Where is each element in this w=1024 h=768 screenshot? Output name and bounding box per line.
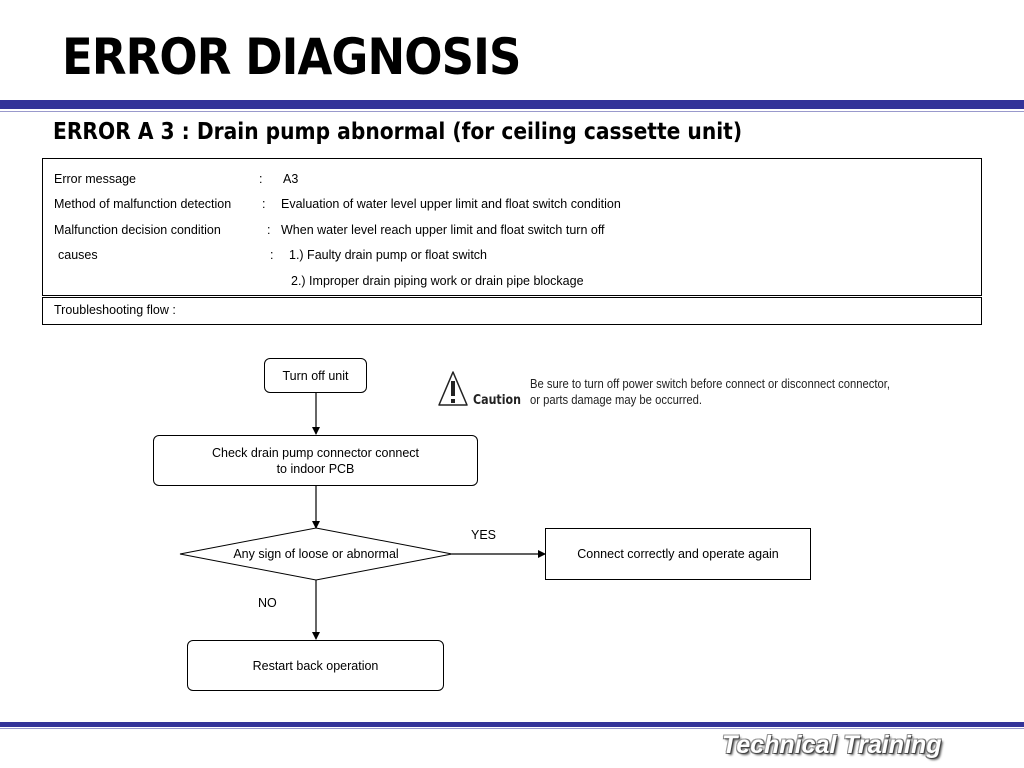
step-turn-off-unit: Turn off unit bbox=[264, 358, 367, 393]
error-message-value: A3 bbox=[283, 172, 299, 186]
caution-line2: or parts damage may be occurred. bbox=[530, 393, 702, 407]
warning-icon bbox=[438, 371, 468, 406]
header-divider bbox=[0, 100, 1024, 109]
step-restart-operation: Restart back operation bbox=[187, 640, 444, 691]
footer-logo-text: Technical Training bbox=[722, 731, 942, 759]
causes-label: causes bbox=[58, 248, 98, 262]
cause-item: 2.) Improper drain piping work or drain … bbox=[291, 274, 584, 288]
detection-value: Evaluation of water level upper limit an… bbox=[281, 197, 621, 211]
decision-separator: : bbox=[267, 223, 271, 237]
header-divider-thin bbox=[0, 111, 1024, 112]
decision-value: When water level reach upper limit and f… bbox=[281, 223, 605, 237]
detection-label: Method of malfunction detection bbox=[54, 197, 232, 211]
troubleshooting-flow-header: Troubleshooting flow : bbox=[42, 297, 982, 325]
troubleshooting-flow-label: Troubleshooting flow : bbox=[54, 303, 176, 317]
no-label: NO bbox=[258, 596, 277, 610]
caution-line1: Be sure to turn off power switch before … bbox=[530, 377, 890, 391]
footer-divider-thin bbox=[0, 728, 1024, 729]
footer-divider bbox=[0, 722, 1024, 727]
page-title: ERROR DIAGNOSIS bbox=[62, 28, 521, 86]
detection-separator: : bbox=[262, 197, 266, 211]
caution-label: Caution bbox=[473, 393, 521, 408]
error-subtitle: ERROR A 3 : Drain pump abnormal (for cei… bbox=[53, 119, 743, 145]
decision-label: Malfunction decision condition bbox=[54, 223, 221, 237]
decision-diamond bbox=[179, 527, 453, 581]
step-check-connector-line2: to indoor PCB bbox=[276, 461, 355, 476]
error-info-box: Error message : A3 Method of malfunction… bbox=[42, 158, 982, 296]
caution-text: Be sure to turn off power switch before … bbox=[530, 376, 890, 408]
yes-label: YES bbox=[471, 528, 497, 542]
step-check-connector-line1: Check drain pump connector connect bbox=[211, 445, 420, 460]
error-message-label: Error message bbox=[54, 172, 136, 186]
step-check-connector: Check drain pump connector connect to in… bbox=[153, 435, 478, 486]
step-connect-correctly: Connect correctly and operate again bbox=[545, 528, 811, 580]
decision-text: Any sign of loose or abnormal bbox=[233, 547, 399, 561]
causes-separator: : bbox=[270, 248, 274, 262]
error-message-separator: : bbox=[259, 172, 263, 186]
cause-item: 1.) Faulty drain pump or float switch bbox=[289, 248, 487, 262]
